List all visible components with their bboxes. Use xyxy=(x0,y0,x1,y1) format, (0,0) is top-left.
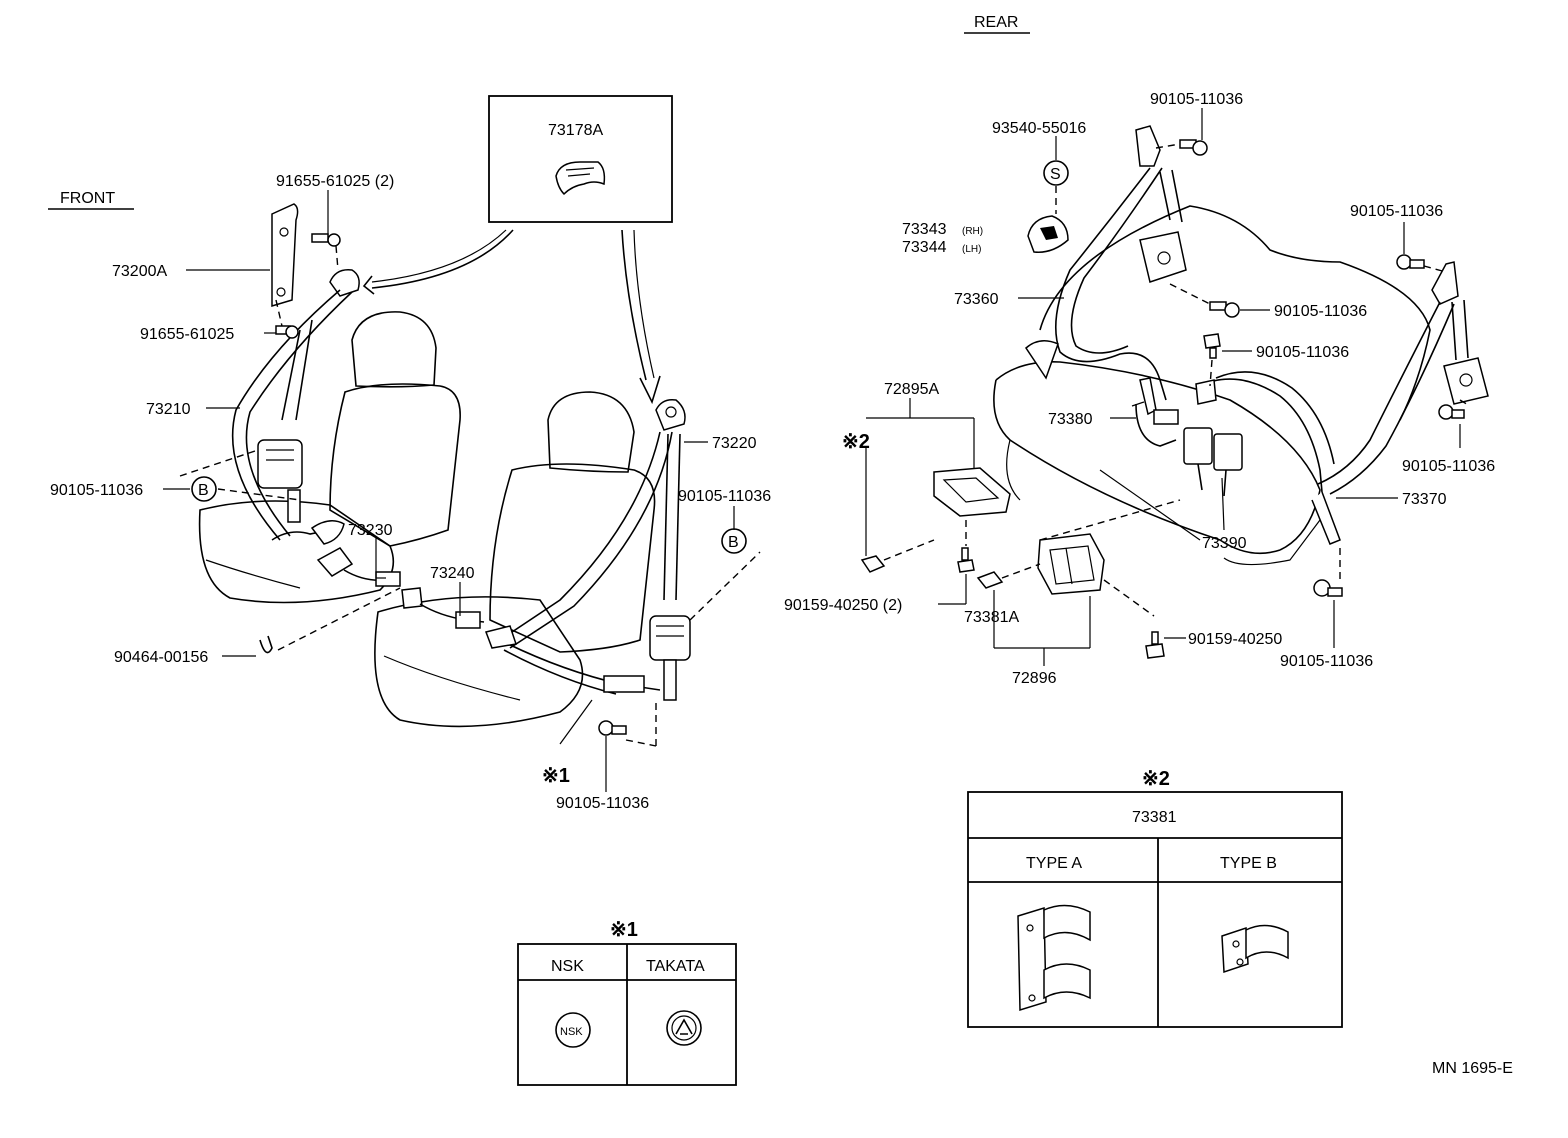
note2-part-number: 73381 xyxy=(1132,809,1177,826)
label-90105-front-left: 90105-11036 xyxy=(50,482,143,499)
front-left-belt xyxy=(231,203,401,587)
label-90159-40250-2: 90159-40250 (2) xyxy=(784,597,902,614)
bracket-72895a xyxy=(933,467,1011,517)
label-73178a: 73178A xyxy=(548,122,603,139)
label-73210: 73210 xyxy=(146,401,191,418)
label-90105-rear-mid: 90105-11036 xyxy=(1274,303,1367,320)
label-90105-rear-mid2: 90105-11036 xyxy=(1256,344,1349,361)
callout-b-left: B xyxy=(191,476,217,502)
label-90105-front-right: 90105-11036 xyxy=(678,488,771,505)
nsk-emblem-icon: NSK xyxy=(555,1012,591,1048)
svg-text:B: B xyxy=(728,534,739,551)
label-90159-40250: 90159-40250 xyxy=(1188,631,1282,648)
label-73344: 73344 xyxy=(902,239,947,256)
label-73343: 73343 xyxy=(902,221,947,238)
rear-right-belt xyxy=(1183,261,1489,545)
label-73220: 73220 xyxy=(712,435,757,452)
bolt-91655-upper xyxy=(311,233,341,247)
note2-table: ※2 73381 TYPE A TYPE B xyxy=(967,768,1343,1028)
type-b-clip-icon xyxy=(1221,924,1289,974)
label-73381a: 73381A xyxy=(964,609,1019,626)
label-73343-side: (RH) xyxy=(962,226,983,237)
label-90464-00156: 90464-00156 xyxy=(114,649,208,666)
note1-table: ※1 NSK TAKATA NSK xyxy=(517,919,737,1086)
front-section-label: FRONT xyxy=(60,190,115,207)
note2-title: ※2 xyxy=(1142,768,1170,790)
bracket-72896 xyxy=(1037,533,1105,595)
label-73240: 73240 xyxy=(430,565,475,582)
svg-text:NSK: NSK xyxy=(560,1026,583,1038)
rear-left-belt xyxy=(1025,125,1187,447)
inset-73178a: 73178A xyxy=(362,95,673,405)
note2-col-type-b: TYPE B xyxy=(1220,855,1277,872)
bolt-90105-rear-top xyxy=(1179,139,1208,156)
label-72896: 72896 xyxy=(1012,670,1057,687)
type-a-clip-icon xyxy=(1017,904,1091,1012)
screw-90159-right xyxy=(1145,631,1165,659)
label-73344-side: (LH) xyxy=(962,244,981,255)
trim-73343-73344 xyxy=(1027,215,1069,253)
note1-title: ※1 xyxy=(610,919,638,941)
label-72895a: 72895A xyxy=(884,381,939,398)
callout-b-right: B xyxy=(721,528,747,554)
label-90105-rear-right-mid: 90105-11036 xyxy=(1402,458,1495,475)
front-right-seat xyxy=(374,391,656,728)
front-right-belt xyxy=(401,398,691,701)
callout-s: S xyxy=(1043,160,1069,186)
label-90105-front-bottom: 90105-11036 xyxy=(556,795,649,812)
bolt-90105-bottom xyxy=(598,720,627,736)
label-73370: 73370 xyxy=(1402,491,1447,508)
label-73230: 73230 xyxy=(348,522,393,539)
screw-90159-left xyxy=(957,547,975,573)
rear-section-label: REAR xyxy=(974,14,1018,31)
bolt-91655-lower xyxy=(275,325,299,339)
label-note1-ref: ※1 xyxy=(542,765,570,787)
bolt-90105-rear-mid xyxy=(1209,301,1240,318)
label-73360: 73360 xyxy=(954,291,999,308)
note1-col-nsk: NSK xyxy=(551,958,584,975)
note2-col-type-a: TYPE A xyxy=(1026,855,1082,872)
label-90105-rear-right-bot: 90105-11036 xyxy=(1280,653,1373,670)
takata-emblem-icon xyxy=(666,1010,702,1046)
svg-text:B: B xyxy=(198,482,209,499)
diagram-code: MN 1695-E xyxy=(1432,1060,1513,1077)
label-91655-61025: 91655-61025 xyxy=(140,326,234,343)
front-left-seat xyxy=(198,311,461,604)
bolt-90105-rear-right-top xyxy=(1396,254,1425,270)
bolt-90105-rear-mid2 xyxy=(1203,333,1221,359)
svg-text:S: S xyxy=(1050,166,1061,183)
label-note2-ref: ※2 xyxy=(842,431,870,453)
label-90105-rear-top: 90105-11036 xyxy=(1150,91,1243,108)
note1-col-takata: TAKATA xyxy=(646,958,705,975)
label-73380: 73380 xyxy=(1048,411,1093,428)
label-91655-61025-2: 91655-61025 (2) xyxy=(276,173,394,190)
label-73200a: 73200A xyxy=(112,263,167,280)
bolt-90105-rear-right-mid xyxy=(1438,404,1465,420)
label-73390: 73390 xyxy=(1202,535,1247,552)
label-90105-rear-right-top: 90105-11036 xyxy=(1350,203,1443,220)
label-93540-55016: 93540-55016 xyxy=(992,120,1086,137)
bolt-90105-rear-right-bot xyxy=(1313,579,1343,597)
